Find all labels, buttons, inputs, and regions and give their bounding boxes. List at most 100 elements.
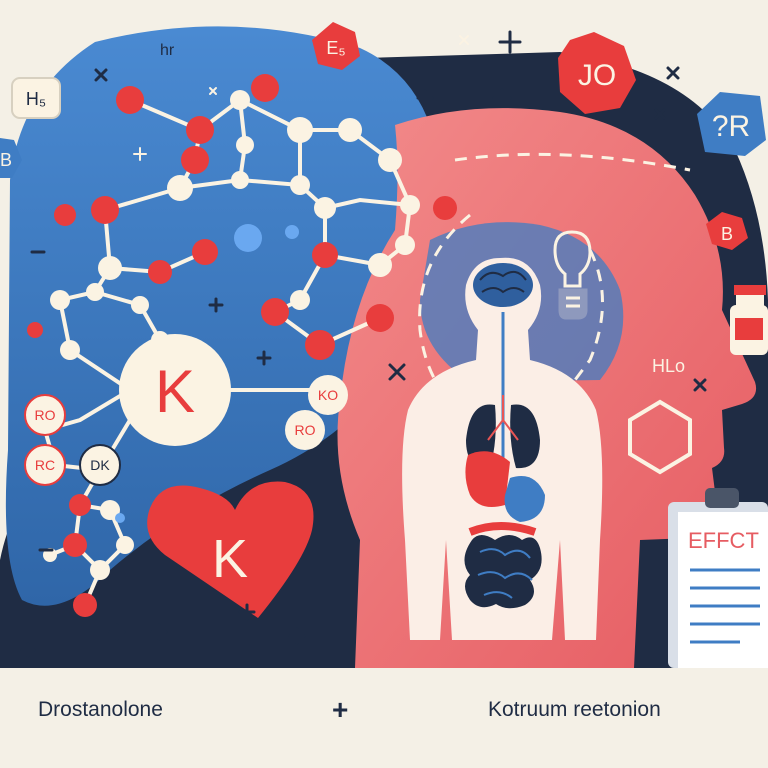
molecule-label: RC bbox=[35, 457, 55, 473]
plus-icon bbox=[256, 350, 272, 366]
atom bbox=[63, 533, 87, 557]
atom bbox=[395, 235, 415, 255]
molecule-label: RO bbox=[35, 407, 56, 423]
dashed-arc-left bbox=[418, 213, 471, 396]
atom bbox=[54, 204, 76, 226]
heart-icon bbox=[147, 481, 314, 618]
badge-b-left: B bbox=[0, 138, 22, 178]
cross-icon bbox=[654, 108, 666, 120]
plus-icon bbox=[208, 297, 224, 313]
plus-icon bbox=[498, 30, 522, 54]
label-hlo: HLo bbox=[652, 356, 685, 376]
footer-band bbox=[0, 668, 768, 768]
atom bbox=[290, 290, 310, 310]
plus-icon bbox=[108, 623, 126, 641]
plus-icon bbox=[150, 623, 168, 641]
badge-b-small-text: B bbox=[721, 224, 733, 244]
atom bbox=[312, 242, 338, 268]
atom bbox=[115, 513, 125, 523]
badge-b-small: B bbox=[706, 212, 748, 250]
center-k-symbol: K bbox=[155, 358, 195, 425]
decorative-marks bbox=[20, 30, 707, 658]
dashed-arc-top bbox=[454, 152, 691, 172]
clipboard-label: EFFCT bbox=[688, 528, 759, 553]
sparkle-icon bbox=[459, 35, 469, 45]
left-compound-label: Drostanolone bbox=[38, 698, 163, 721]
atom bbox=[314, 197, 336, 219]
sparkle-icon bbox=[133, 147, 147, 161]
atom bbox=[86, 283, 104, 301]
atom bbox=[73, 593, 97, 617]
badge-h-left: H₅ bbox=[11, 77, 61, 119]
molecule-label: DK bbox=[90, 457, 110, 473]
atom bbox=[27, 322, 43, 338]
badge-e-text: E₅ bbox=[326, 38, 345, 58]
right-compound-label: Kotruum reetonion bbox=[488, 698, 661, 721]
atom bbox=[287, 117, 313, 143]
atom bbox=[368, 253, 392, 277]
plus-operator: + bbox=[332, 694, 349, 725]
plus-icon bbox=[288, 627, 306, 645]
atom bbox=[116, 536, 134, 554]
badge-jo: JO bbox=[558, 32, 636, 114]
intestines-icon bbox=[464, 522, 542, 609]
plus-icon bbox=[492, 88, 512, 108]
atom bbox=[131, 296, 149, 314]
atom bbox=[433, 196, 457, 220]
badge-b-left-text: B bbox=[0, 150, 12, 170]
clipboard-icon bbox=[668, 488, 768, 668]
badge-e: E₅ bbox=[312, 22, 360, 70]
light-decorative-marks bbox=[133, 35, 469, 161]
atom bbox=[338, 118, 362, 142]
label-hr: hr bbox=[160, 42, 175, 59]
atom bbox=[366, 304, 394, 332]
atom bbox=[148, 260, 172, 284]
atom bbox=[186, 116, 214, 144]
molecule-atoms bbox=[27, 74, 457, 617]
atom bbox=[261, 298, 289, 326]
atom bbox=[400, 195, 420, 215]
atom bbox=[116, 86, 144, 114]
molecule-label-circles bbox=[24, 375, 348, 486]
atom bbox=[90, 560, 110, 580]
atom bbox=[285, 225, 299, 239]
heart-k-symbol: K bbox=[212, 529, 248, 589]
hexagon-icon bbox=[628, 399, 692, 475]
molecule-label: KO bbox=[318, 387, 338, 403]
atom bbox=[378, 148, 402, 172]
atom bbox=[251, 74, 279, 102]
cross-icon bbox=[666, 66, 680, 80]
cross-icon bbox=[693, 378, 707, 392]
atom bbox=[230, 90, 250, 110]
human-figure bbox=[402, 257, 603, 640]
atom bbox=[100, 500, 120, 520]
badge-pr: ?R bbox=[697, 92, 766, 156]
molecule-label-texts: RO RC DK KO RO bbox=[35, 387, 339, 473]
badge-pr-text: ?R bbox=[712, 110, 750, 143]
atom bbox=[192, 239, 218, 265]
sparkle-icon bbox=[209, 87, 217, 95]
atom bbox=[60, 340, 80, 360]
molecule-label: RO bbox=[295, 422, 316, 438]
plus-icon bbox=[416, 89, 434, 107]
liver-icon bbox=[465, 451, 545, 522]
brain-icon bbox=[473, 263, 533, 307]
medicine-bottle-icon bbox=[730, 285, 768, 355]
badge-h-left-text: H₅ bbox=[26, 89, 46, 109]
center-k-circle bbox=[119, 334, 231, 446]
atom bbox=[234, 224, 262, 252]
atom bbox=[69, 494, 91, 516]
cross-icon bbox=[94, 68, 108, 82]
atom bbox=[181, 146, 209, 174]
badge-jo-text: JO bbox=[578, 59, 616, 92]
atom bbox=[236, 136, 254, 154]
atom bbox=[98, 256, 122, 280]
atom bbox=[167, 175, 193, 201]
cross-icon bbox=[388, 363, 406, 381]
plus-icon bbox=[20, 642, 36, 658]
atom bbox=[91, 196, 119, 224]
lightbulb-icon bbox=[553, 230, 592, 320]
atom bbox=[50, 290, 70, 310]
atom bbox=[305, 330, 335, 360]
